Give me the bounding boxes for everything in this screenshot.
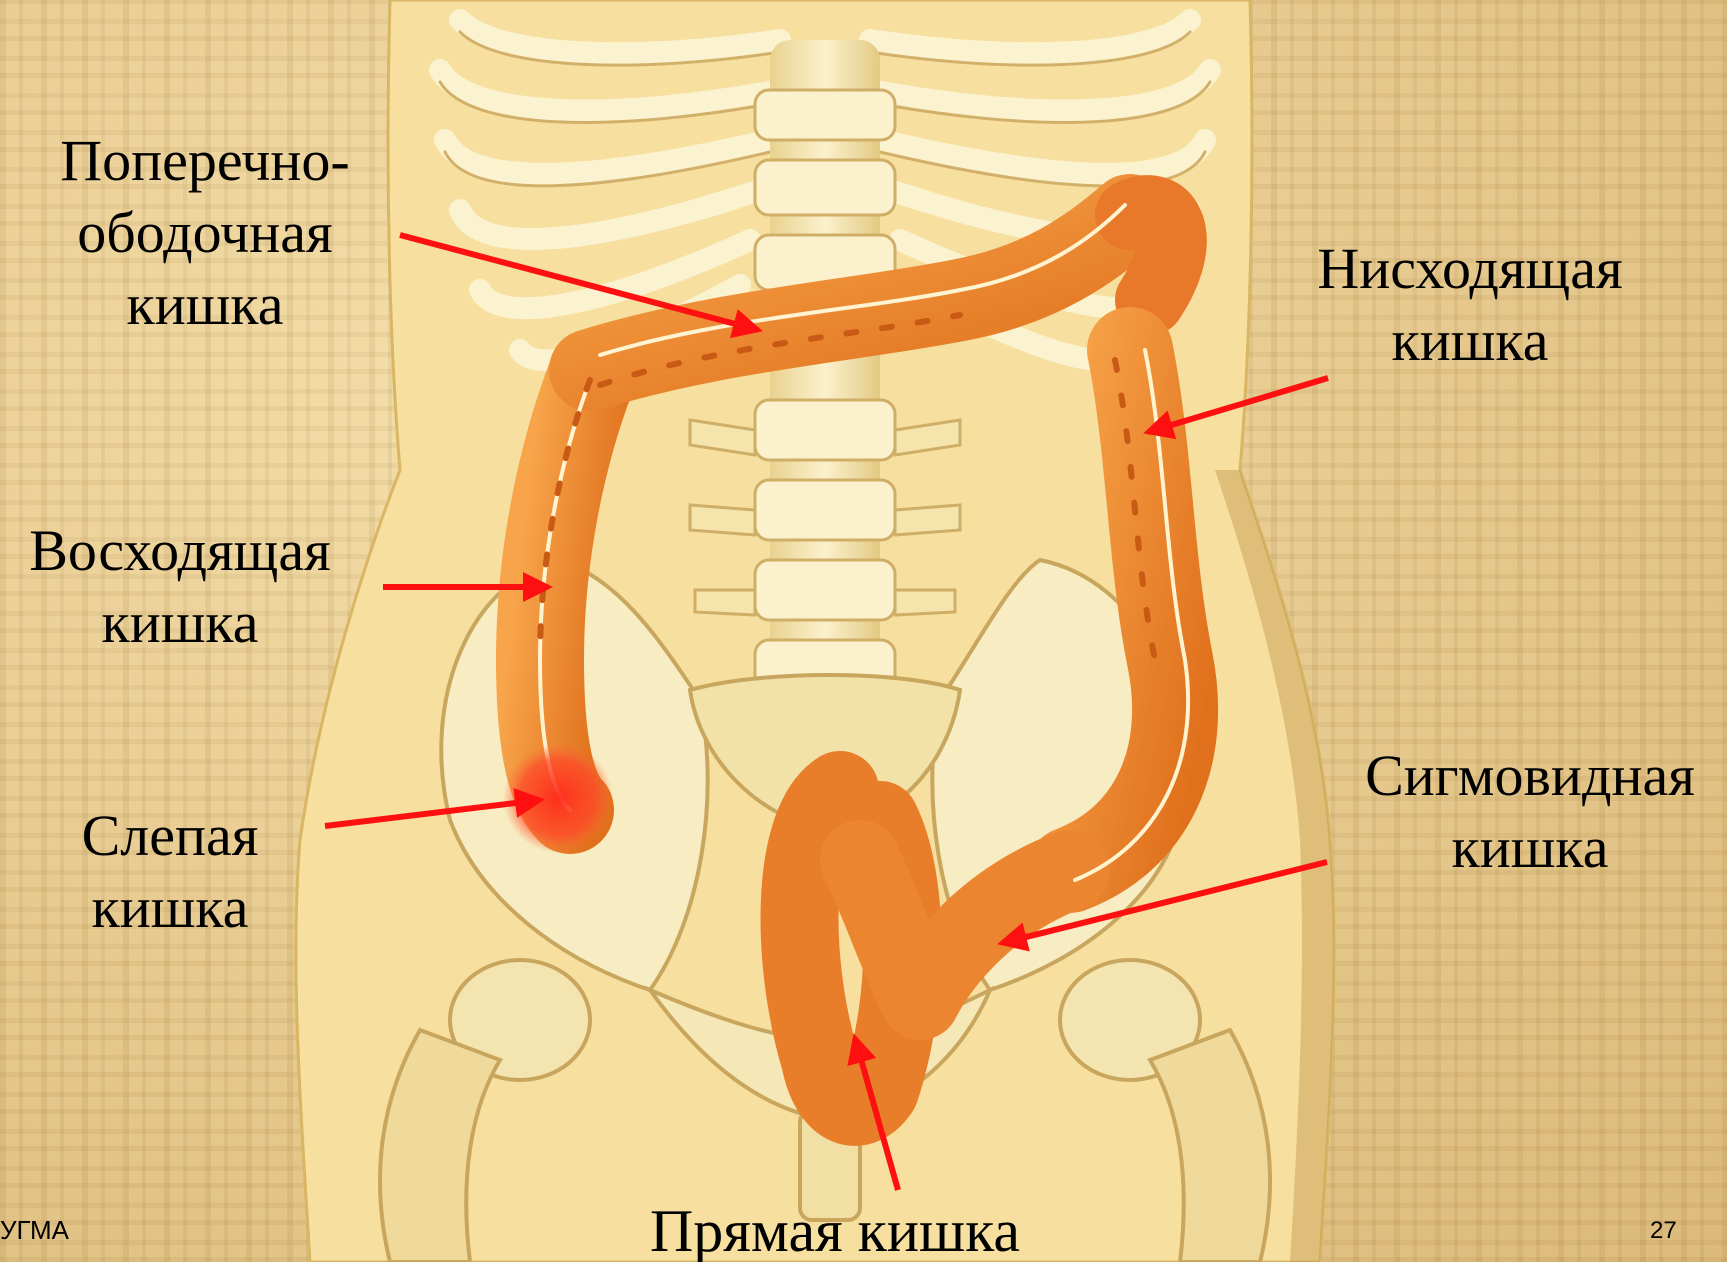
label-line: кишка: [1340, 812, 1720, 884]
footer-organization: УГМА: [0, 1215, 69, 1246]
label-line: кишка: [40, 269, 370, 341]
label-line: Восходящая: [10, 515, 350, 587]
label-line: кишка: [1290, 305, 1650, 377]
label-line: Сигмовидная: [1340, 740, 1720, 812]
label-line: Слепая: [55, 800, 285, 872]
cecum-highlight: [503, 743, 613, 853]
label-rectum: Прямая кишка: [600, 1195, 1070, 1262]
label-line: Нисходящая: [1290, 233, 1650, 305]
label-line: кишка: [10, 587, 350, 659]
label-line: ободочная: [40, 197, 370, 269]
label-cecum: Слепая кишка: [55, 800, 285, 944]
label-ascending-colon: Восходящая кишка: [10, 515, 350, 659]
label-descending-colon: Нисходящая кишка: [1290, 233, 1650, 377]
label-line: кишка: [55, 872, 285, 944]
label-transverse-colon: Поперечно- ободочная кишка: [40, 125, 370, 341]
label-line: Поперечно-: [40, 125, 370, 197]
slide-number: 27: [1650, 1217, 1677, 1245]
label-sigmoid-colon: Сигмовидная кишка: [1340, 740, 1720, 884]
